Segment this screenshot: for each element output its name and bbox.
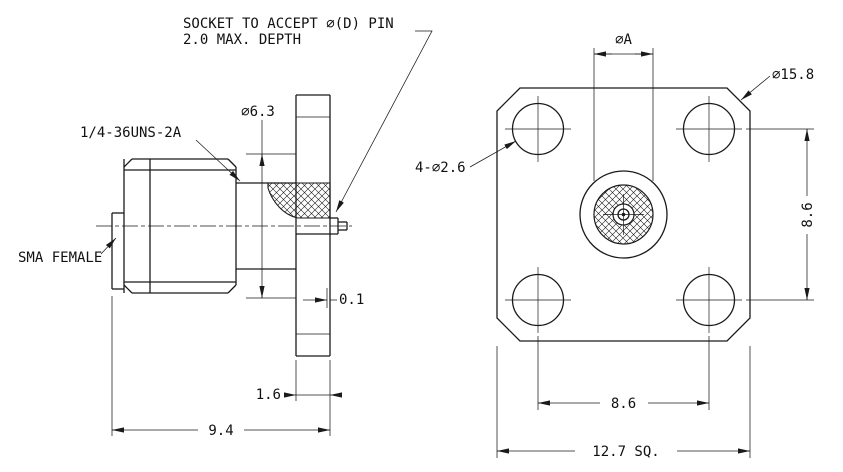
socket-dia-dimension: ∅6.3 xyxy=(241,104,296,299)
dielectric-hatch xyxy=(267,182,331,219)
note-line-1: SOCKET TO ACCEPT ∅(D) PIN xyxy=(183,16,394,32)
flange-face-outline xyxy=(496,87,751,342)
sma-leader-line xyxy=(100,237,117,255)
note-line-2: 2.0 MAX. DEPTH xyxy=(183,32,301,48)
hole-centerlines xyxy=(505,96,742,333)
corner-dia-callout: ∅15.8 xyxy=(740,67,814,101)
socket-and-pin xyxy=(296,217,348,235)
mounting-holes-leader xyxy=(469,140,517,168)
mounting-holes-callout: 4-∅2.6 xyxy=(415,140,517,176)
flange-edge xyxy=(295,94,331,357)
note-leader-line xyxy=(335,30,433,213)
socket-dia-label: ∅6.3 xyxy=(241,104,275,120)
recess-dimension: 0.1 xyxy=(303,288,364,308)
hole-spacing-horizontal-label: 8.6 xyxy=(611,396,636,412)
connector-front-cap xyxy=(111,212,124,290)
connector-hex-body xyxy=(123,158,237,294)
corner-dia-label: ∅15.8 xyxy=(772,67,814,83)
dia-a-label: ∅A xyxy=(615,32,632,48)
overall-length-dimension: 9.4 xyxy=(111,296,330,439)
sma-female-label: SMA FEMALE xyxy=(18,250,102,266)
hole-spacing-horizontal-dimension: 8.6 xyxy=(537,336,710,412)
flange-thickness-label: 1.6 xyxy=(256,387,281,403)
hole-spacing-vertical-dimension: 8.6 xyxy=(746,128,816,301)
boss-circle xyxy=(579,170,668,259)
side-view: SOCKET TO ACCEPT ∅(D) PIN 2.0 MAX. DEPTH… xyxy=(18,16,433,439)
thread-leader-line xyxy=(195,139,241,182)
recess-dim-label: 0.1 xyxy=(339,292,364,308)
thread-spec-label: 1/4-36UNS-2A xyxy=(80,125,182,141)
corner-dia-leader xyxy=(740,75,771,101)
dielectric-dia-dimension: ∅A xyxy=(593,32,654,181)
center-interface xyxy=(579,170,668,259)
flange-size-label: 12.7 SQ. xyxy=(592,444,659,460)
flange-size-dimension: 12.7 SQ. xyxy=(496,346,751,460)
flange-thickness-dimension: 1.6 xyxy=(256,360,342,436)
mounting-holes xyxy=(505,96,742,333)
hole-spacing-vertical-label: 8.6 xyxy=(800,202,816,227)
center-centerlines xyxy=(603,194,644,235)
mounting-holes-label: 4-∅2.6 xyxy=(415,160,466,176)
front-view: ∅A ∅15.8 4-∅2.6 8.6 xyxy=(415,32,816,460)
overall-length-label: 9.4 xyxy=(208,423,233,439)
